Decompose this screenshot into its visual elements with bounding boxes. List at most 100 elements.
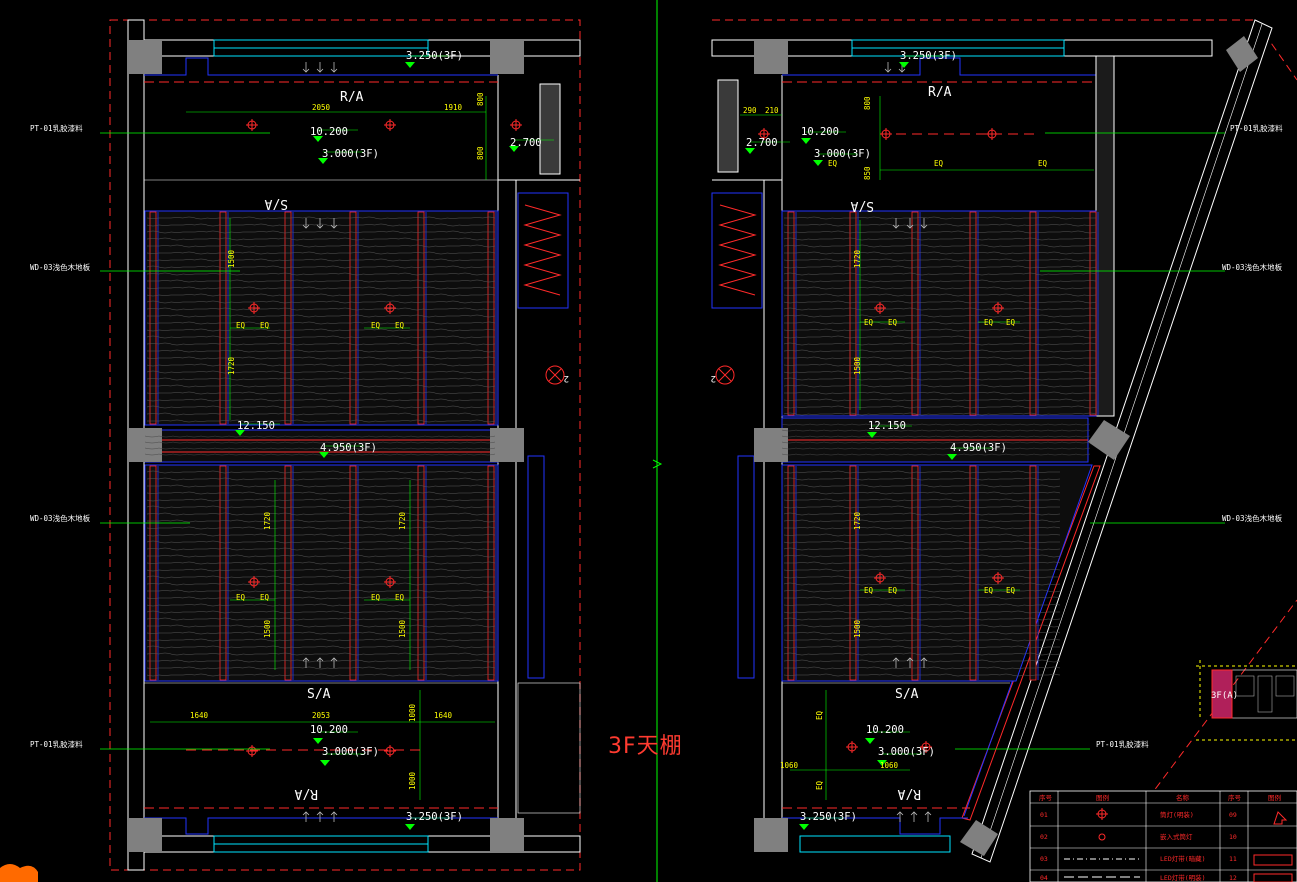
wood-strip	[284, 465, 292, 681]
wood-strip	[284, 211, 292, 425]
dim-1720c: 1720	[398, 511, 407, 530]
dim-1500r2: 1500	[853, 619, 862, 638]
vent-arrow-icon	[920, 218, 928, 229]
level-mid-beam: 4.950(3F)	[320, 442, 377, 454]
level-marker-icon	[877, 760, 887, 766]
vent-arrow-icon	[910, 811, 918, 822]
dim-210: 210	[765, 106, 779, 115]
level-marker-icon	[318, 158, 328, 164]
downlight-icon	[384, 302, 396, 314]
vent-arrow-icon	[330, 657, 338, 668]
vent-arrow-icon	[302, 62, 310, 73]
grid-mark: 2	[564, 373, 569, 383]
dim-1500c: 1500	[398, 619, 407, 638]
elev-c: 2.700	[510, 137, 542, 149]
pillar	[754, 818, 788, 852]
eq: EQ	[371, 321, 381, 330]
level-marker-icon	[405, 62, 415, 68]
tag-pt01-r: PT-01乳胶漆料	[1230, 123, 1283, 133]
level-arrows	[235, 55, 992, 830]
legend-header: 序号	[1228, 793, 1242, 802]
area-ra-bottom: R/A	[294, 786, 318, 801]
pillar	[1226, 36, 1258, 72]
eq: EQ	[1006, 586, 1016, 595]
dimension-lines	[150, 96, 1094, 800]
level-top-outer-r: 3.250(3F)	[900, 50, 957, 62]
legend-name: LED灯带(暗藏)	[1160, 854, 1206, 863]
wood-strip	[849, 465, 857, 681]
legend-header: 图例	[1268, 793, 1281, 802]
vent-arrow-icon	[330, 62, 338, 73]
vent-arrow-icon	[884, 62, 892, 73]
dim-850: 850	[863, 166, 872, 180]
level-marker-icon	[865, 738, 875, 744]
area-ra-bottom-right: R/A	[897, 786, 921, 801]
vent-arrow-icon	[906, 657, 914, 668]
downlight-icon	[248, 576, 260, 588]
level-marker-icon	[313, 738, 323, 744]
wood-strip	[1029, 211, 1037, 416]
vent-arrow-icon	[330, 218, 338, 229]
legend-table: 序号 图例 名称 序号 图例 01 筒灯(明装) 09 02 嵌入式筒灯 10 …	[1029, 790, 1297, 882]
downlight-icon	[248, 302, 260, 314]
legend-recessed-icon	[1098, 833, 1106, 841]
level-marker-icon	[509, 146, 519, 152]
vent-arrow-icon	[896, 811, 904, 822]
drawing-title: 3F天棚	[608, 734, 683, 759]
pillar	[128, 818, 162, 852]
downlight-icon	[510, 119, 522, 131]
pillar	[128, 428, 162, 462]
eq: EQ	[236, 321, 246, 330]
right-wood-upper	[781, 210, 1097, 417]
wood-strip	[487, 211, 495, 425]
downlight-icon	[874, 302, 886, 314]
wood-strip	[417, 465, 425, 681]
level-marker-icon	[899, 62, 909, 68]
vent-arrow-icon	[316, 218, 324, 229]
grid-bubble-right: 2	[711, 365, 735, 385]
eq-labels: EQ EQ EQ EQ EQ EQ EQ EQ EQ EQ EQ EQ EQ E…	[236, 159, 1048, 790]
dim-1500b: 1500	[263, 619, 272, 638]
vent-arrow-icon	[892, 657, 900, 668]
vent-arrow-icon	[302, 218, 310, 229]
eq: EQ	[815, 780, 824, 790]
downlight-icon	[384, 119, 396, 131]
eq: EQ	[934, 159, 944, 168]
level-mid-beam-r: 4.950(3F)	[950, 442, 1007, 454]
downlight-icon	[384, 745, 396, 757]
pillar	[490, 818, 524, 852]
area-ra-top-right: R/A	[928, 85, 952, 100]
right-window-bottom	[799, 835, 951, 853]
dim-1060b: 1060	[880, 761, 899, 770]
red-frame-left	[109, 19, 581, 871]
wood-strip	[849, 211, 857, 416]
level-marker-icon	[313, 136, 323, 142]
left-wood-lower	[144, 464, 499, 682]
legend-no: 01	[1040, 811, 1048, 819]
level-bottom-outer-r: 3.250(3F)	[800, 811, 857, 823]
left-plan	[127, 19, 581, 871]
wood-strip	[487, 465, 495, 681]
legend-name: 筒灯(明装)	[1160, 810, 1194, 819]
grid-bubble-left: 2	[545, 365, 569, 385]
right-wood-lower	[781, 464, 1093, 682]
eq: EQ	[984, 586, 994, 595]
eq: EQ	[260, 593, 270, 602]
eq: EQ	[395, 321, 405, 330]
downlight-icon	[992, 302, 1004, 314]
elev-b: 12.150	[237, 420, 275, 432]
tag-wd03-r-upper: WD-03浅色木地板	[1222, 262, 1283, 272]
tag-pt01-r-bottom: PT-01乳胶漆料	[1096, 739, 1149, 749]
downlight-icon	[874, 572, 886, 584]
wood-strip	[349, 465, 357, 681]
eq: EQ	[984, 318, 994, 327]
pillar	[960, 820, 998, 856]
level-marker-icon	[947, 454, 957, 460]
legend-header: 序号	[1039, 793, 1053, 802]
level-marker-icon	[867, 432, 877, 438]
wood-strip	[349, 211, 357, 425]
eq: EQ	[888, 318, 898, 327]
left-beam	[144, 429, 499, 463]
tag-wd03-lower: WD-03浅色木地板	[30, 513, 91, 523]
